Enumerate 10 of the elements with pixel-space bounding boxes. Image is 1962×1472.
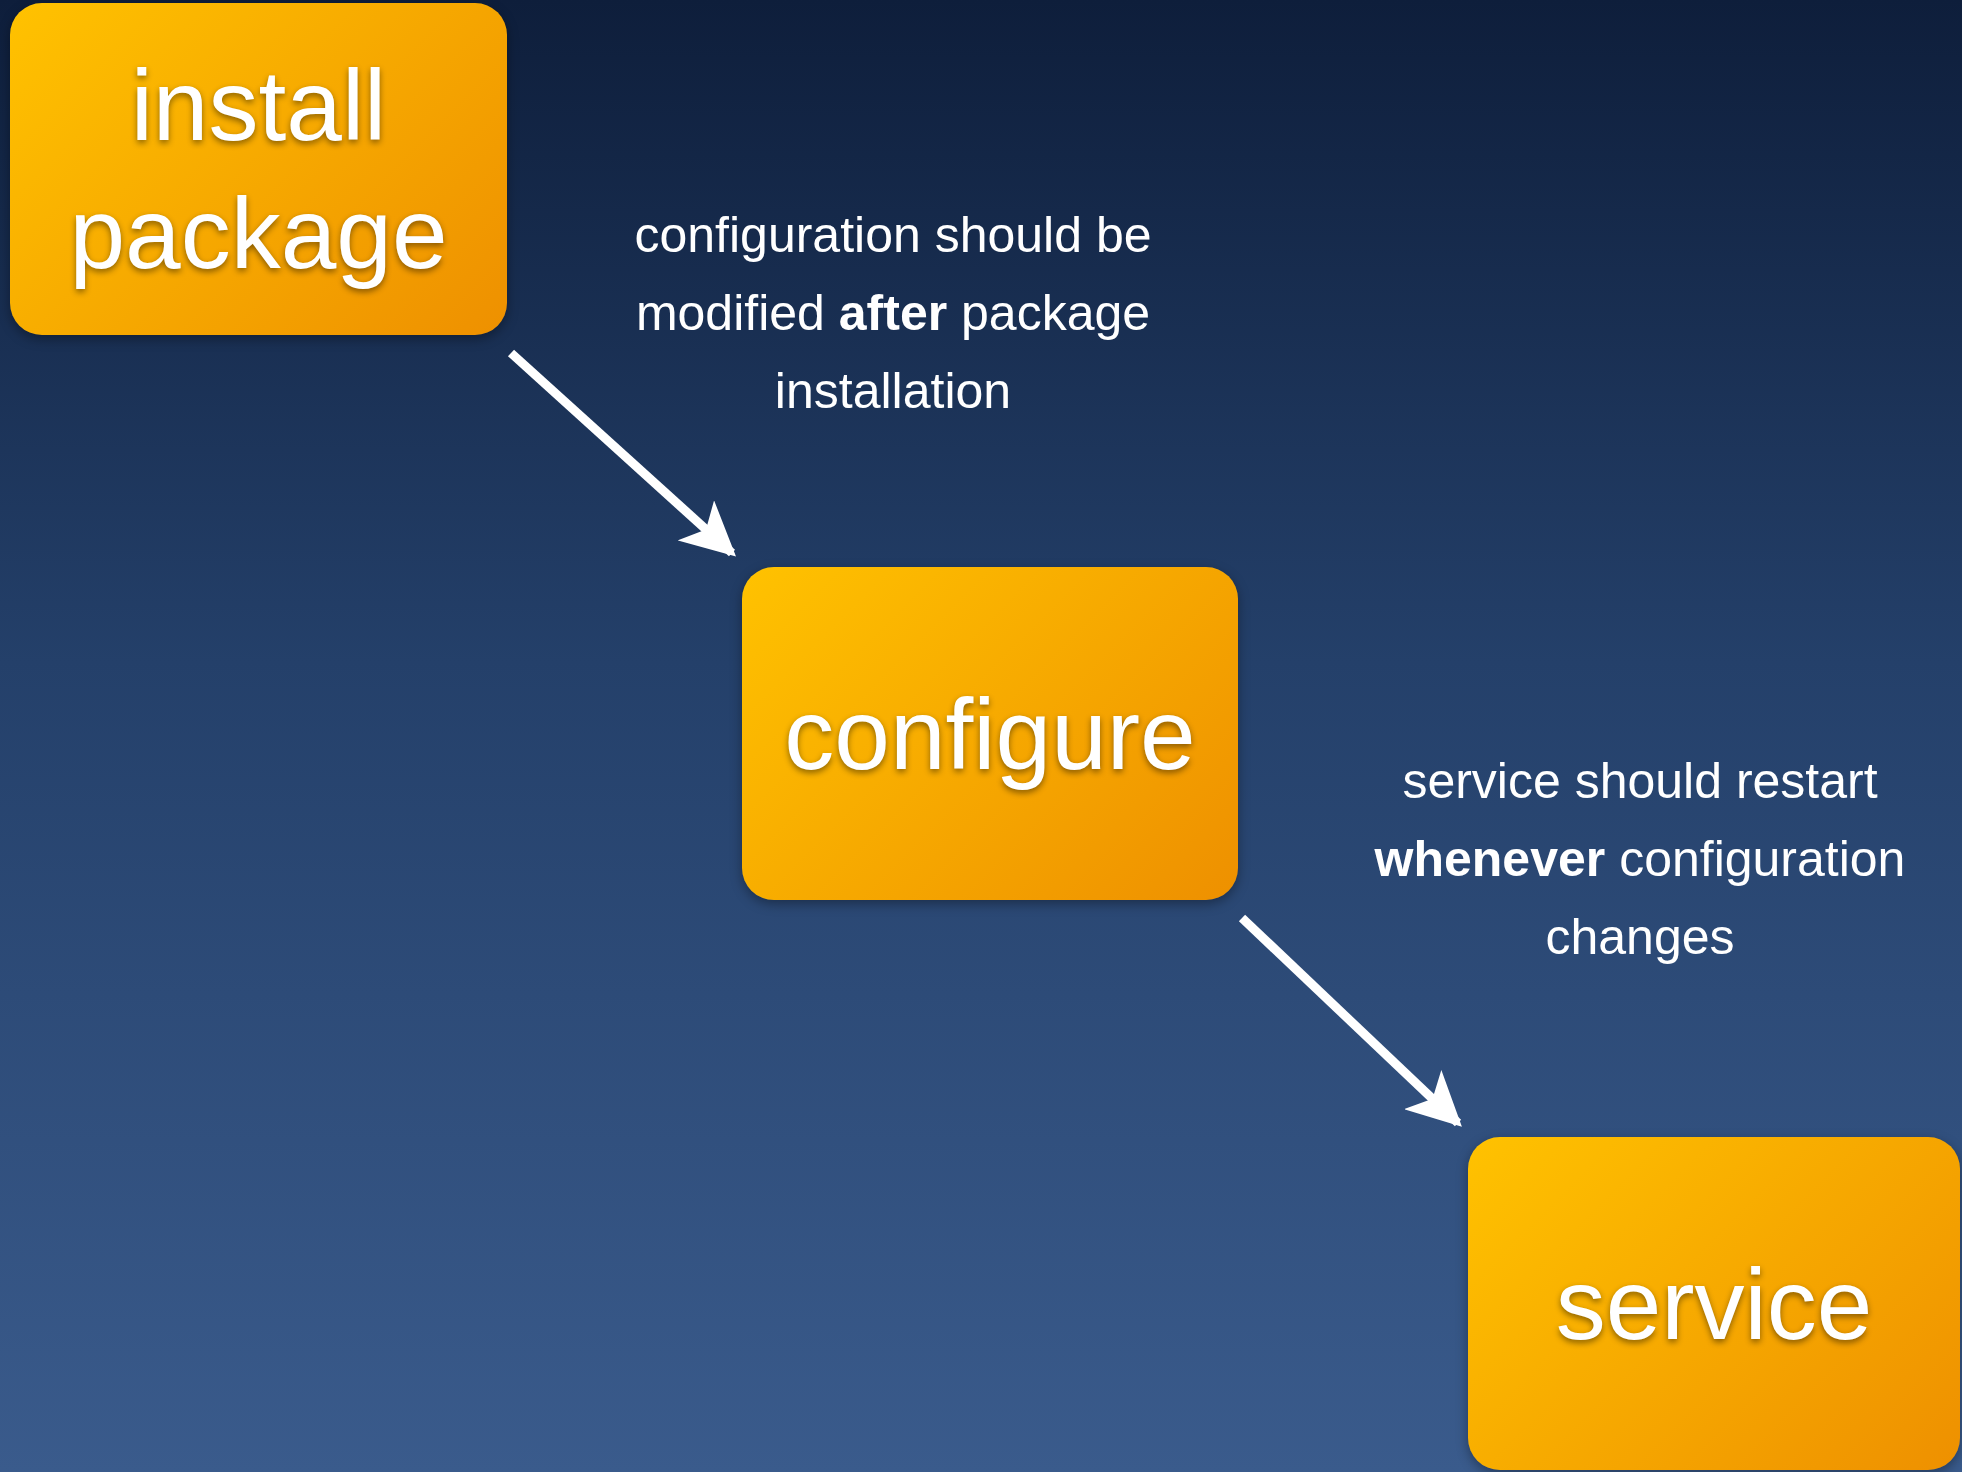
arrow bbox=[1238, 914, 1462, 1127]
edge-label: service should restart whenever configuration changes bbox=[1373, 752, 1907, 967]
edge-label: configuration should be modified after package installation bbox=[633, 206, 1153, 421]
arrow bbox=[507, 349, 736, 557]
process-box bbox=[1468, 1137, 1960, 1470]
box-label: configure bbox=[784, 676, 1196, 792]
box-label: service bbox=[1555, 1246, 1873, 1362]
box-label: install package bbox=[68, 48, 449, 291]
process-box bbox=[742, 567, 1238, 900]
process-box bbox=[10, 3, 507, 335]
